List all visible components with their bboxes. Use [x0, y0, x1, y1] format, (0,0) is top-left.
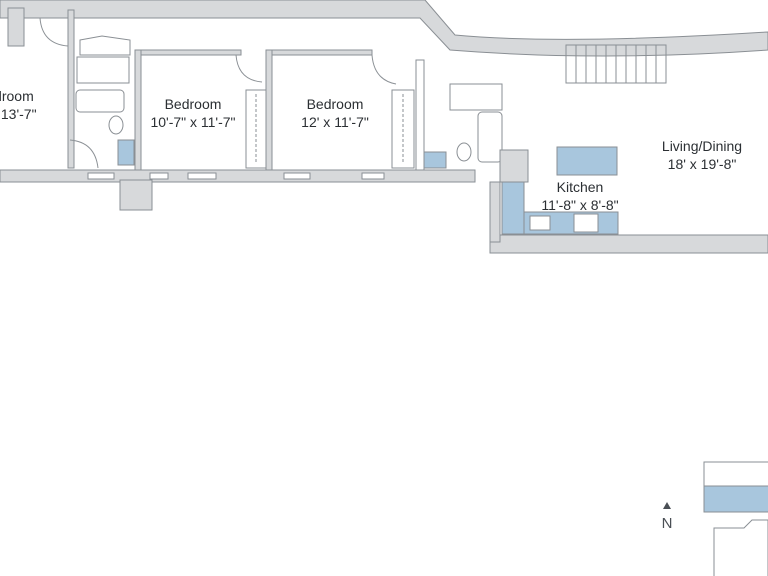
stairs — [565, 44, 667, 84]
room-label-bedroom-partial: edroom ' x 13'-7" — [0, 87, 55, 123]
door-swings — [39, 17, 397, 169]
wall-segment — [140, 49, 242, 56]
room-label-bedroom-1: Bedroom 10'-7" x 11'-7" — [148, 95, 238, 131]
sink — [423, 151, 447, 169]
exterior-wall-top — [0, 0, 768, 57]
room-dimensions: 18' x 19'-8" — [667, 156, 737, 172]
bathroom-fixtures — [415, 59, 503, 171]
column — [119, 179, 153, 211]
windows — [87, 172, 385, 180]
closet — [245, 89, 415, 169]
exterior-wall-bottom — [489, 234, 768, 254]
wall-segment — [265, 49, 273, 171]
wall-segment — [7, 7, 25, 47]
room-dimensions: ' x 13'-7" — [0, 106, 37, 122]
sink — [117, 139, 135, 166]
bathroom-fixtures — [75, 35, 131, 135]
compass: N — [657, 498, 677, 532]
kitchen-sink — [529, 215, 551, 231]
room-name: edroom — [0, 88, 34, 104]
room-name: Bedroom — [306, 96, 364, 112]
north-arrow-icon — [663, 502, 671, 509]
room-label-kitchen: Kitchen 11'-8" x 8'-8" — [530, 178, 630, 214]
wall-segment — [499, 149, 529, 183]
compass-label: N — [661, 515, 673, 532]
room-dimensions: 11'-8" x 8'-8" — [541, 197, 619, 213]
room-name: Bedroom — [164, 96, 222, 112]
wall-segment — [489, 181, 501, 243]
room-label-living-dining: Living/Dining 18' x 19'-8" — [647, 137, 757, 173]
room-name: Living/Dining — [661, 138, 743, 154]
room-label-bedroom-2: Bedroom 12' x 11'-7" — [290, 95, 380, 131]
kitchen-counter — [501, 181, 525, 235]
kitchen-island — [556, 146, 618, 176]
stove — [573, 213, 599, 233]
wall-segment — [67, 9, 75, 169]
key-plan — [703, 461, 768, 576]
wall-segment — [271, 49, 373, 56]
room-dimensions: 12' x 11'-7" — [301, 114, 369, 130]
exterior-wall-bottom — [0, 169, 476, 183]
wall-segment — [134, 49, 142, 171]
room-dimensions: 10'-7" x 11'-7" — [150, 114, 236, 130]
room-name: Kitchen — [556, 179, 604, 195]
